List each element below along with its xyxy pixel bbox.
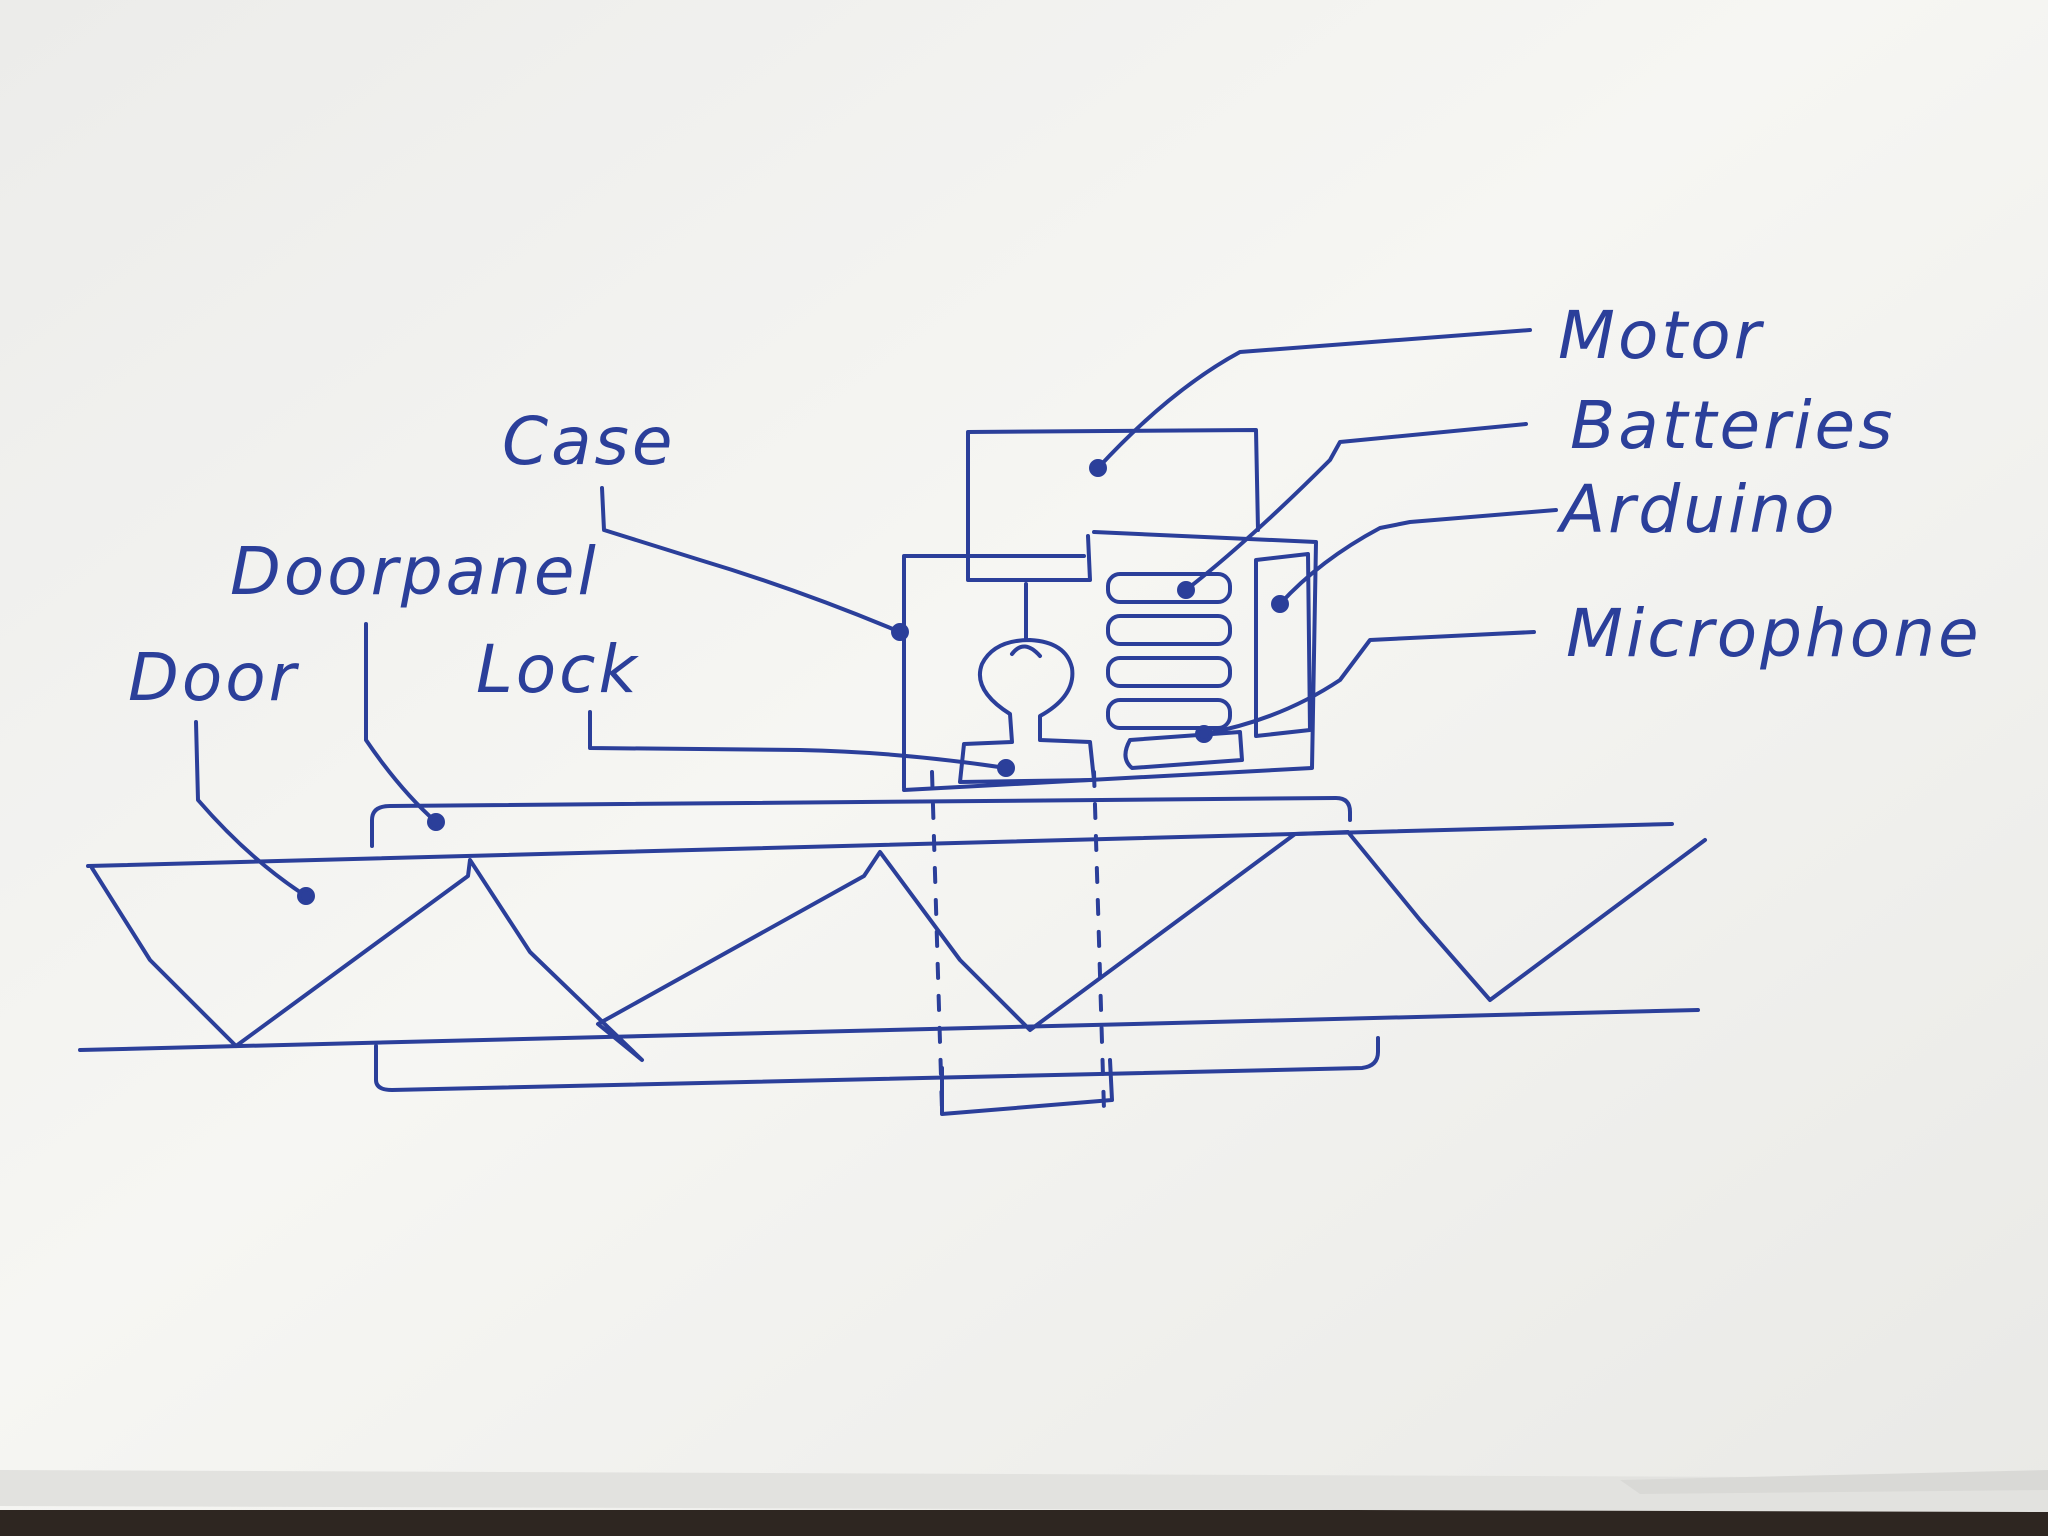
case-dot [891,623,909,641]
case-outline [902,530,1318,792]
drawing [78,328,1707,1116]
doorpanel-outline [370,796,1352,848]
label-motor: Motor [1558,297,1765,374]
door-dot [297,887,315,905]
doorpanel-dot [427,813,445,831]
label-microphone: Microphone [1566,595,1982,672]
batteries-dot [1177,581,1195,599]
label-lock: Lock [476,631,640,708]
leader-dots [297,459,1289,905]
label-door: Door [128,639,300,716]
label-doorpanel: Doorpanel [230,533,599,610]
inner-panel-outline [374,1036,1380,1092]
lock-knob [958,638,1096,784]
motor-dot [1089,459,1107,477]
labels: Motor Batteries Arduino Microphone Case … [128,297,1982,716]
microphone-dot [1195,725,1213,743]
arduino-dot [1271,595,1289,613]
microphone-module [1123,730,1244,770]
lock-dot [997,759,1015,777]
lock-cylinder [930,770,1114,1116]
motor-box [966,428,1260,582]
label-case: Case [502,403,676,480]
leaders [194,328,1558,898]
arduino-board [1254,552,1312,738]
label-batteries: Batteries [1570,387,1896,464]
door-outline [78,822,1707,1062]
label-arduino: Arduino [1556,471,1838,548]
batteries-pack [1106,572,1232,730]
